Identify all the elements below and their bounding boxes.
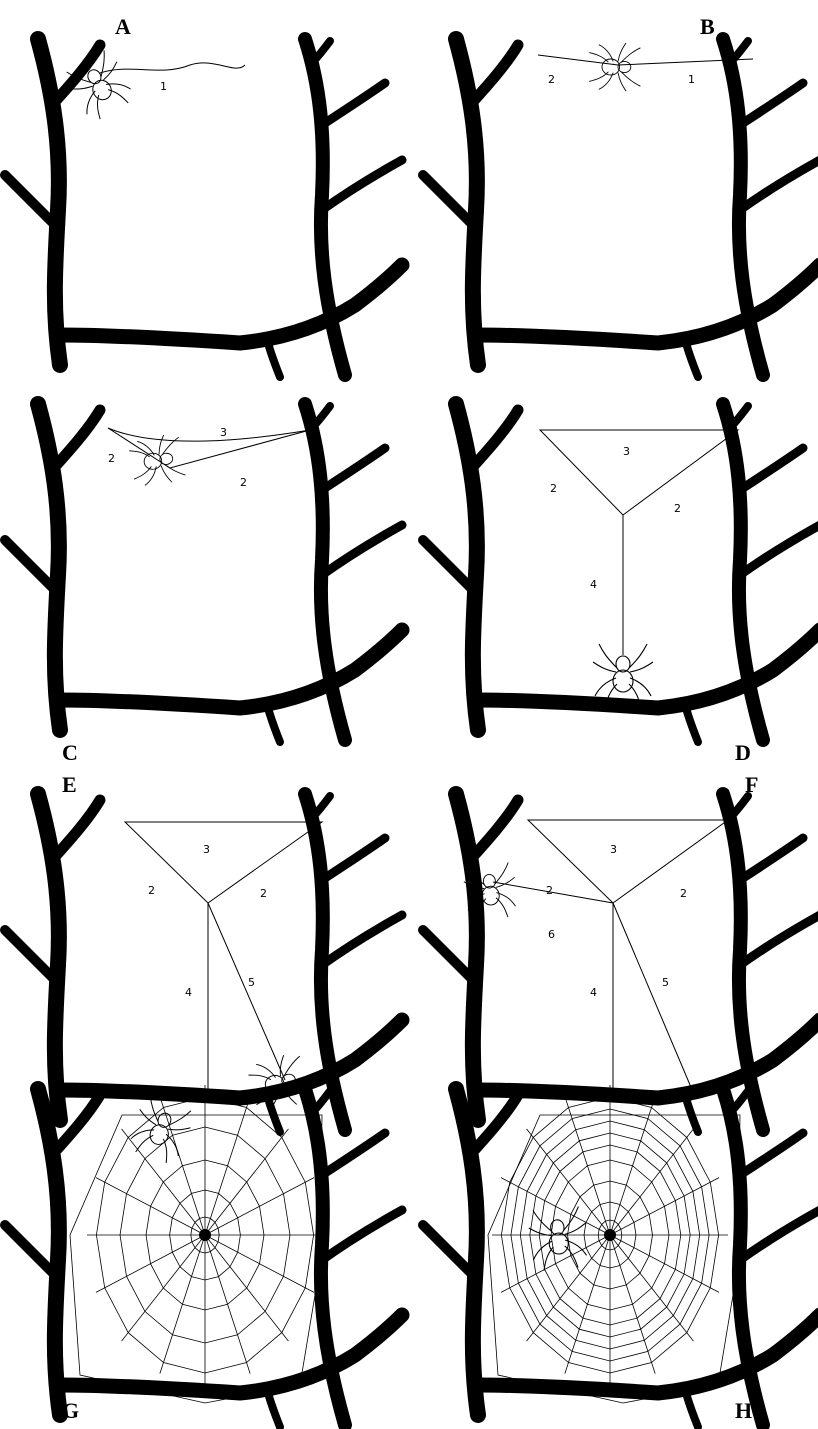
thread-label: 1 (160, 80, 167, 93)
web-hub (199, 1229, 211, 1241)
orb-web (70, 1085, 323, 1403)
thread-label: 4 (590, 986, 597, 999)
panel-b: 2 1 (423, 39, 818, 377)
thread-label: 2 (550, 482, 557, 495)
panel-h (423, 1085, 818, 1427)
web-hub (604, 1229, 616, 1241)
thread-label: 5 (662, 976, 669, 989)
frame-thread (70, 1115, 322, 1403)
panel-label-h: H (735, 1398, 752, 1423)
thread-label: 1 (688, 73, 695, 86)
thread-label: 2 (674, 502, 681, 515)
panel-d: 3 2 2 4 (423, 404, 818, 742)
thread-label: 2 (680, 887, 687, 900)
thread-label: 2 (148, 884, 155, 897)
thread-label: 2 (240, 476, 247, 489)
thread-label: 2 (548, 73, 555, 86)
thread-label: 4 (590, 578, 597, 591)
thread-label: 2 (546, 884, 553, 897)
panel-f: 3 2 2 6 4 5 (423, 794, 818, 1132)
thread-label: 3 (220, 426, 227, 439)
panel-label-a: A (115, 14, 131, 39)
thread-label: 2 (260, 887, 267, 900)
thread-label: 4 (185, 986, 192, 999)
orb-web (488, 1085, 740, 1403)
thread-label: 2 (108, 452, 115, 465)
thread-label: 5 (248, 976, 255, 989)
panel-label-g: G (62, 1398, 79, 1423)
panel-label-e: E (62, 772, 77, 797)
thread-label: 3 (203, 843, 210, 856)
panel-label-c: C (62, 740, 78, 765)
panel-label-b: B (700, 14, 715, 39)
panel-a: 1 (5, 39, 402, 377)
thread-label: 3 (623, 445, 630, 458)
panel-e: 3 2 2 4 5 (5, 794, 402, 1132)
thread-label: 6 (548, 928, 555, 941)
panel-label-d: D (735, 740, 751, 765)
panel-c: 2 3 2 (5, 404, 402, 742)
thread-label: 3 (610, 843, 617, 856)
